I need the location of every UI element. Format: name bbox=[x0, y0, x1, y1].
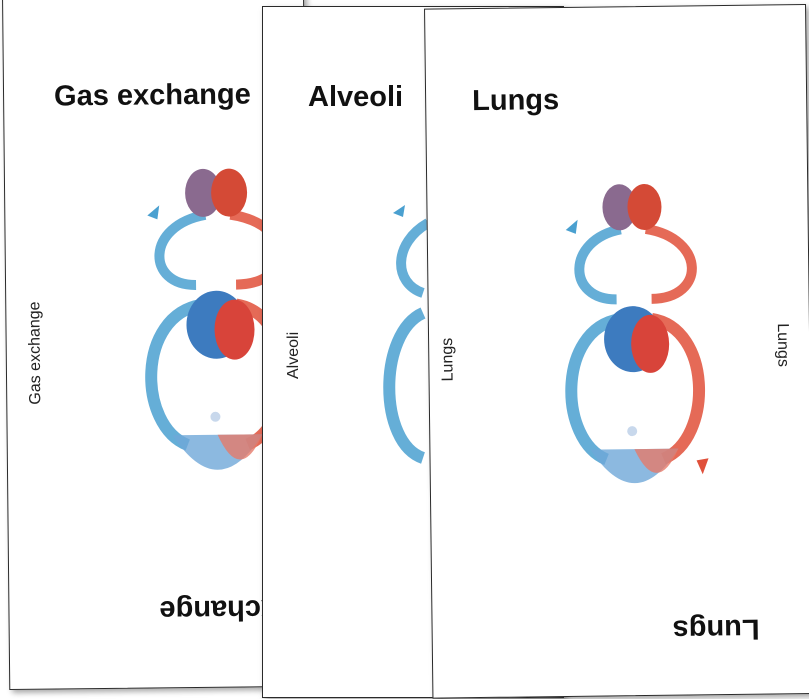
human-figure-icon bbox=[210, 412, 220, 422]
human-figure-icon bbox=[627, 426, 637, 436]
card-bottom-label: Lungs bbox=[672, 612, 759, 646]
flow-arrow-icon bbox=[147, 205, 159, 219]
card-side-label-right: Lungs bbox=[773, 323, 792, 367]
card-side-label: Alveoli bbox=[285, 332, 303, 379]
circulation-diagram-graphic bbox=[389, 205, 428, 458]
flow-arrow-icon bbox=[393, 205, 405, 217]
card-side-label-left: Lungs bbox=[439, 338, 458, 382]
card-title: Alveoli bbox=[308, 81, 403, 114]
card-side-label: Gas exchange bbox=[26, 301, 45, 404]
card-bottom-label: xchange bbox=[159, 592, 277, 626]
circulation-diagram-icon bbox=[373, 203, 433, 473]
card-title: Gas exchange bbox=[54, 78, 251, 113]
card-title: Lungs bbox=[472, 84, 559, 118]
flashcard-lungs[interactable]: Lungs Lungs Lungs Lungs bbox=[424, 4, 809, 699]
circulation-diagram-graphic bbox=[565, 183, 709, 484]
flow-arrow-icon bbox=[566, 220, 578, 234]
circulation-diagram-icon bbox=[545, 178, 719, 520]
